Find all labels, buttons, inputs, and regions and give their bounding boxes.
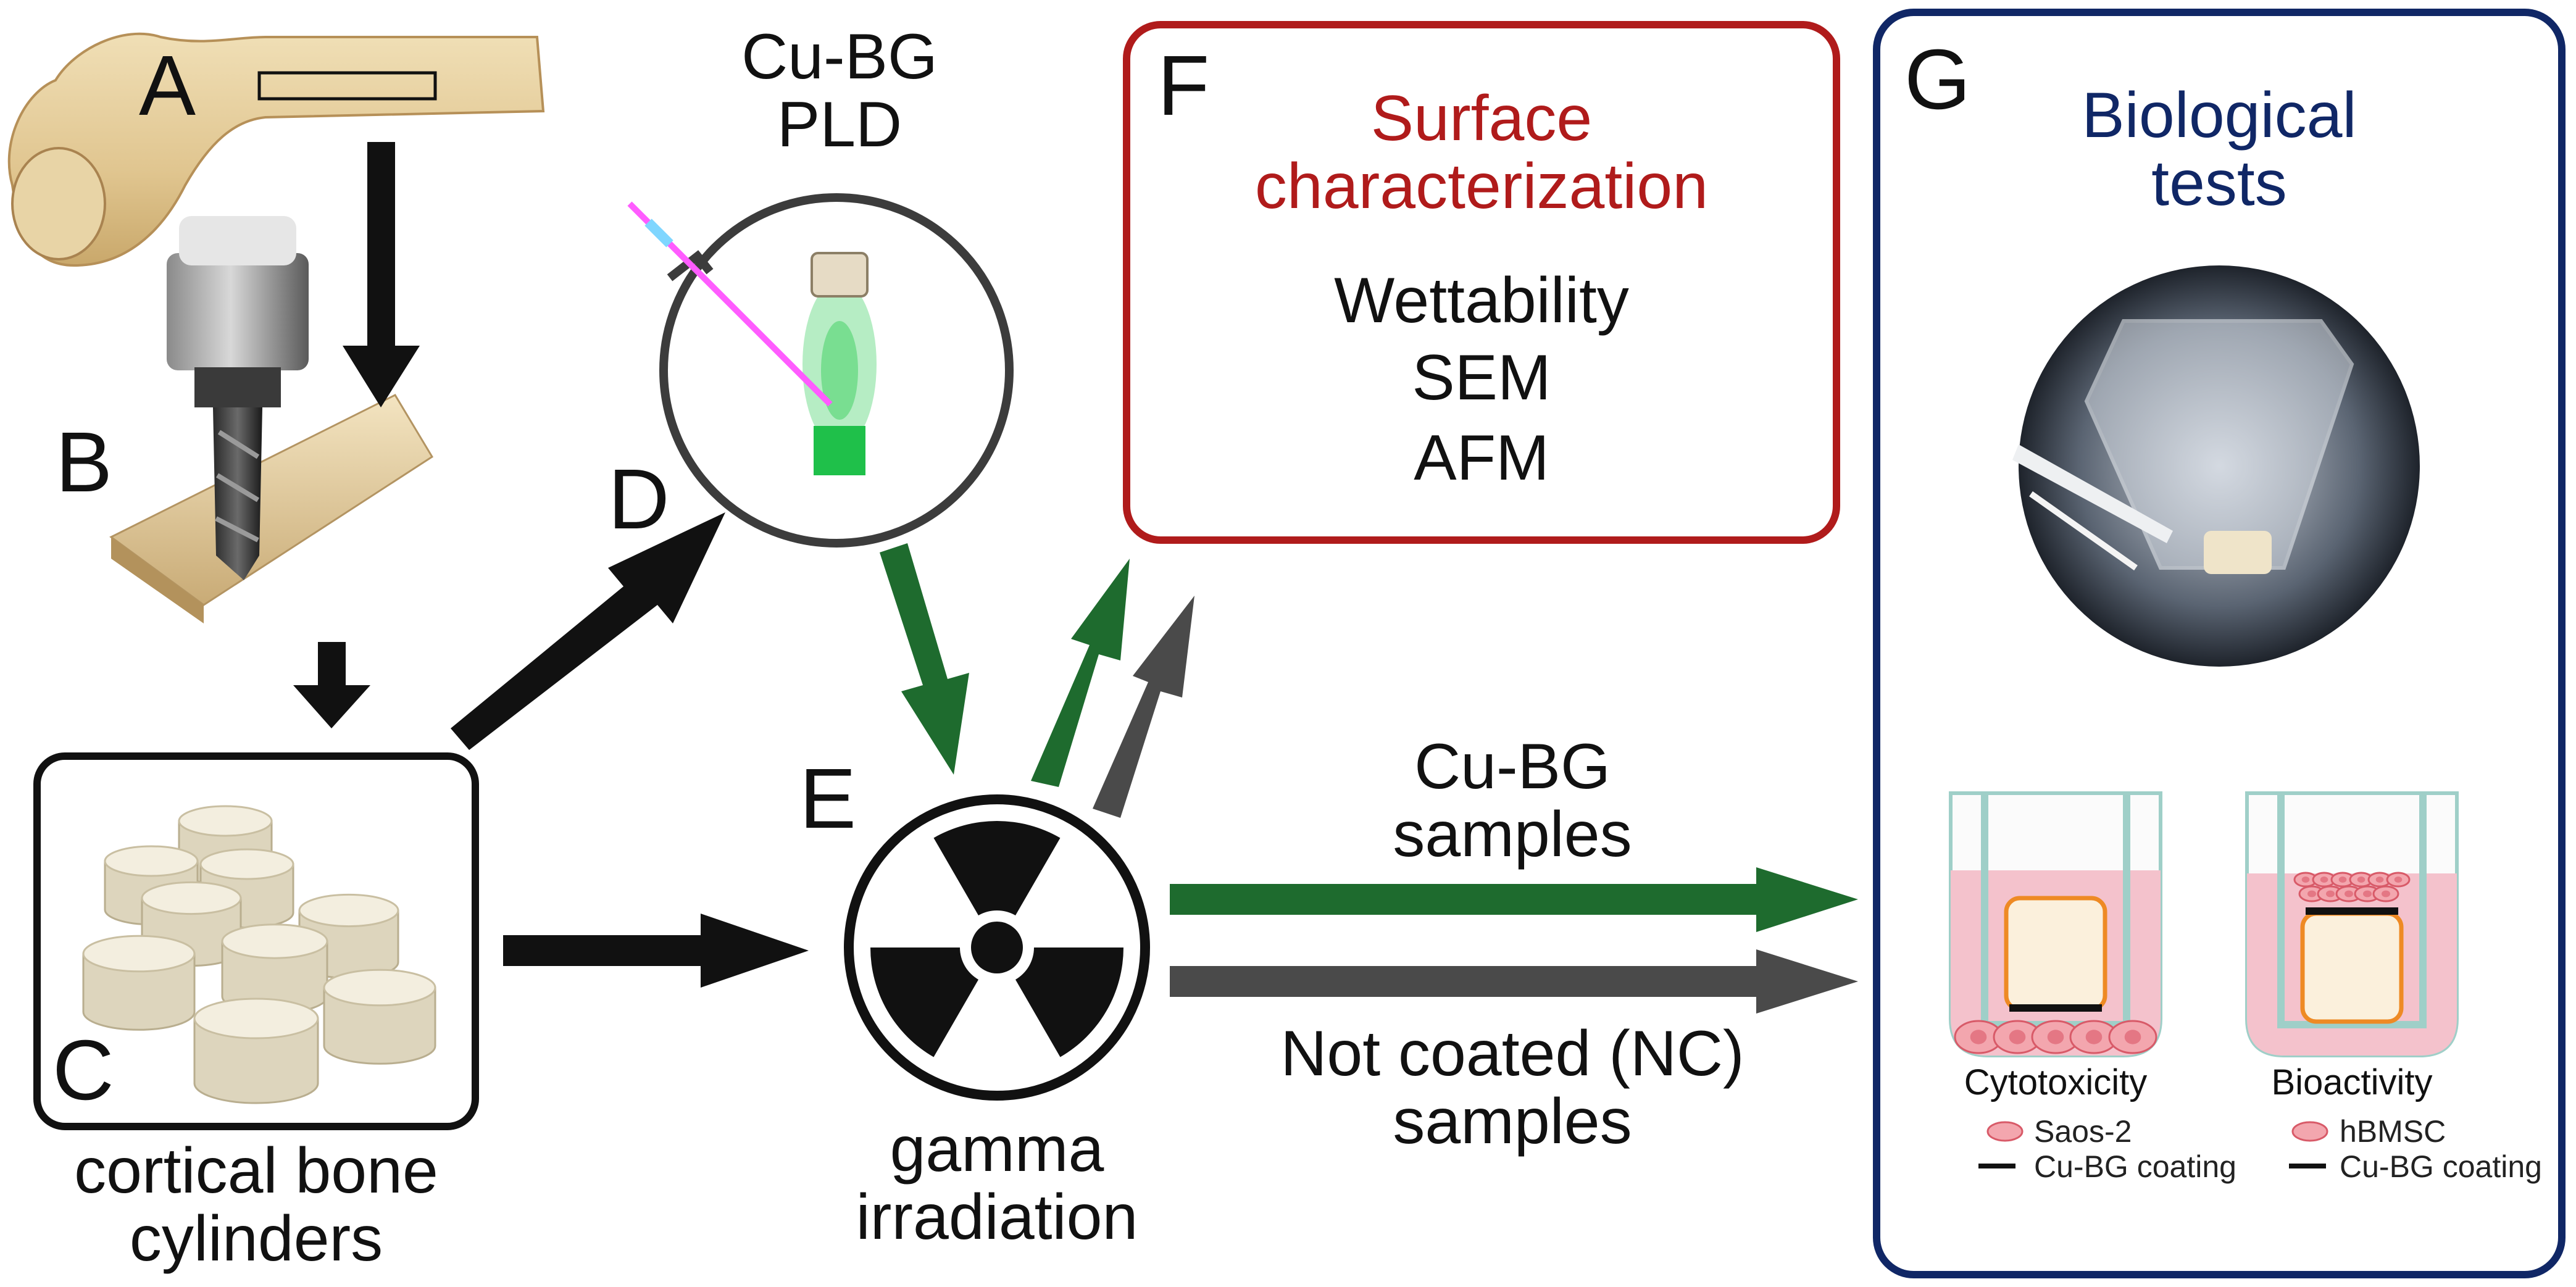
coating-line-icon xyxy=(1978,1164,2015,1168)
gamma-caption-line2: irradiation xyxy=(856,1181,1138,1253)
biological-title-line1: Biological xyxy=(2082,80,2357,151)
arrow-C-to-E xyxy=(503,914,809,988)
cell-nucleus xyxy=(2320,877,2328,883)
arrow-nc-to-tests xyxy=(1170,949,1858,1014)
cell-nucleus xyxy=(2326,890,2335,898)
arrow-B-to-C xyxy=(293,642,370,728)
biological-tests-panel xyxy=(1873,9,2566,1278)
cylinders-caption-line2: cylinders xyxy=(129,1203,383,1275)
cytotoxicity-well xyxy=(1949,791,2162,1057)
bone-cylinder xyxy=(221,923,328,1014)
radiation-blade xyxy=(1015,948,1123,1057)
bone-substrate xyxy=(811,252,869,298)
target xyxy=(814,426,865,475)
bone-cylinder xyxy=(193,998,319,1104)
cell-nucleus xyxy=(2345,890,2353,898)
legend-cyto-coating: Cu-BG coating xyxy=(2034,1149,2236,1184)
cell-nucleus xyxy=(2301,877,2310,883)
surface-characterization-box xyxy=(1123,21,1840,544)
coated-samples-line2: samples xyxy=(1393,799,1632,870)
cell-nucleus xyxy=(2085,1030,2103,1044)
arrow-E-to-F-gray xyxy=(1093,596,1194,818)
femur-bone-illustration xyxy=(7,32,545,267)
bone-cylinder xyxy=(82,935,196,1031)
cell-nucleus xyxy=(2047,1030,2064,1044)
bone-cylinders xyxy=(82,805,436,1104)
pld-chamber xyxy=(627,193,1014,548)
cytotoxicity-label: Cytotoxicity xyxy=(1964,1062,2148,1102)
panel-label-f: F xyxy=(1157,38,1210,133)
cylinders-caption-line1: cortical bone xyxy=(74,1135,438,1207)
panel-label-a: A xyxy=(139,38,196,133)
bone-bar-milling-illustration xyxy=(109,216,434,623)
arrow-coated-to-tests xyxy=(1170,867,1858,932)
panel-label-d: D xyxy=(608,452,670,547)
pld-title-line1: Cu-BG xyxy=(741,21,938,93)
cell-nucleus xyxy=(2382,890,2390,898)
nc-samples-line1: Not coated (NC) xyxy=(1280,1018,1744,1089)
cell-nucleus xyxy=(2009,1030,2026,1044)
cell-nucleus xyxy=(2307,890,2316,898)
cell-nucleus xyxy=(2394,877,2403,883)
cylinders-panel xyxy=(33,752,479,1130)
radiation-blade xyxy=(933,821,1061,916)
cell-nucleus xyxy=(2363,890,2372,898)
panel-label-g: G xyxy=(1904,32,1971,127)
nc-samples-line2: samples xyxy=(1393,1086,1632,1157)
cell-nucleus xyxy=(2124,1030,2141,1044)
bioactivity-label: Bioactivity xyxy=(2271,1062,2433,1102)
cell-nucleus xyxy=(1970,1030,1987,1044)
surface-item-afm: AFM xyxy=(1414,422,1549,494)
cell-nucleus xyxy=(2375,877,2384,883)
panel-label-e: E xyxy=(799,751,857,846)
surface-title-line2: characterization xyxy=(1254,151,1709,222)
plasma-plume xyxy=(802,281,877,448)
bone-cylinder xyxy=(141,881,242,967)
arrow-C-to-D xyxy=(451,512,725,750)
radiation-symbol xyxy=(844,794,1150,1101)
coated-samples-line1: Cu-BG xyxy=(1414,731,1611,802)
hbmsc-cell-icon xyxy=(2291,1121,2328,1142)
cut-region-marker xyxy=(257,71,437,101)
bioactivity-well xyxy=(2245,791,2459,1057)
arrow-E-to-F-green xyxy=(1031,559,1130,787)
cell-nucleus xyxy=(2357,877,2366,883)
saos2-cell-icon xyxy=(1986,1121,2024,1142)
arrow-D-to-E xyxy=(880,543,969,775)
panel-label-b: B xyxy=(56,415,113,510)
flow-arrows xyxy=(293,142,1858,1014)
coating-line-icon-2 xyxy=(2289,1164,2326,1168)
bone-cylinder xyxy=(323,968,436,1065)
cell-nucleus xyxy=(2338,877,2347,883)
surface-item-wettability: Wettability xyxy=(1334,265,1629,336)
legend-saos2: Saos-2 xyxy=(2034,1114,2132,1149)
gamma-caption-line1: gamma xyxy=(890,1114,1104,1185)
legend-bio-coating: Cu-BG coating xyxy=(2340,1149,2542,1184)
surface-item-sem: SEM xyxy=(1412,342,1551,414)
biological-title-line2: tests xyxy=(2151,148,2287,219)
legend-hbmsc: hBMSC xyxy=(2340,1114,2446,1149)
surface-title-line1: Surface xyxy=(1370,83,1593,154)
pld-title-line2: PLD xyxy=(777,89,902,160)
radiation-blade xyxy=(870,948,978,1057)
arrow-A-to-B xyxy=(343,142,420,407)
panel-label-c: C xyxy=(52,1023,114,1118)
